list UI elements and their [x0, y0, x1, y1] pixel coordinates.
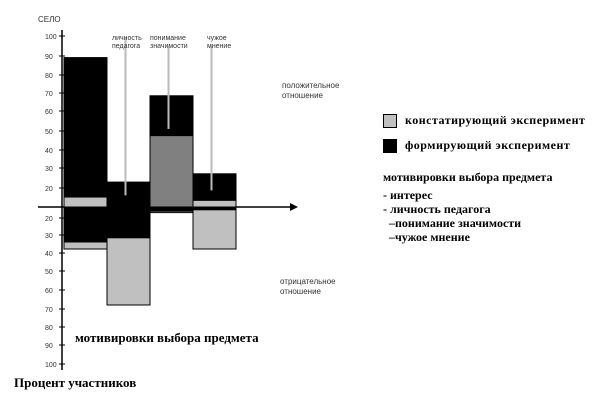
legend-item-constating: констатирующий эксперимент — [383, 113, 585, 128]
plot-area: СЕЛО 100 90 80 70 60 50 40 30 20 20 30 40 50 60 70 80 90 1… — [38, 15, 340, 370]
category-label-line: значимости — [150, 43, 188, 50]
bar-forming-negative — [106, 206, 151, 239]
y-tick-label: 40 — [45, 148, 53, 155]
category-label-line: мнение — [207, 43, 231, 50]
motivation-list-item: –чужое мнение — [389, 230, 470, 244]
y-tick-label: 30 — [45, 233, 53, 240]
y-axis-top-label: СЕЛО — [38, 15, 61, 24]
motivation-list: мотивировки выбора предмета - интерес - … — [383, 170, 552, 244]
motivation-list-item: - личность педагога — [383, 202, 491, 216]
legend-label-constating: констатирующий эксперимент — [405, 113, 586, 127]
bar-forming-positive — [63, 57, 108, 208]
y-tick-label: 90 — [45, 343, 53, 350]
x-axis-arrow — [290, 203, 298, 211]
motivation-list-item: - интерес — [383, 188, 433, 202]
bar-constating-positive — [63, 196, 108, 208]
y-tick-label: 30 — [45, 166, 53, 173]
legend-swatch-constating — [383, 113, 397, 128]
y-tick-label: 100 — [45, 34, 57, 41]
y-tick-label: 50 — [45, 269, 53, 276]
category-label-line: личность — [112, 35, 142, 42]
y-tick-label: 20 — [45, 216, 53, 223]
bar-constating-negative — [192, 206, 237, 250]
category-label-line: чужое — [207, 35, 227, 42]
y-tick-label: 20 — [45, 186, 53, 193]
y-tick-label: 90 — [45, 54, 53, 61]
negative-zone-label-line: отношение — [280, 287, 322, 296]
category-label-line: педагога — [112, 43, 140, 50]
category-label-line: интерес — [70, 35, 97, 42]
motivation-list-item: –понимание значимости — [389, 216, 522, 230]
y-tick-label: 70 — [45, 91, 53, 98]
bar-forming-negative — [192, 206, 237, 211]
legend-swatch-forming — [383, 138, 397, 153]
motivation-list-title: мотивировки выбора предмета — [383, 170, 553, 184]
y-tick-label: 80 — [45, 325, 53, 332]
y-tick-label: 80 — [45, 73, 53, 80]
y-tick-label: 40 — [45, 251, 53, 258]
legend-item-forming: формирующий эксперимент — [383, 138, 570, 153]
y-tick-label: 100 — [45, 362, 57, 369]
y-axis-caption: Процент участников — [14, 375, 137, 390]
bar-forming-positive — [106, 181, 151, 208]
bar-constating-positive — [149, 135, 194, 208]
bottom-caption: мотивировки выбора предмета — [75, 330, 259, 345]
positive-zone-label-line: положительное — [282, 81, 340, 90]
y-tick-label: 50 — [45, 129, 53, 136]
negative-zone-label-line: отрицательное — [280, 277, 336, 286]
y-tick-label: 60 — [45, 288, 53, 295]
legend-label-forming: формирующий эксперимент — [405, 138, 571, 152]
bar-constating-positive — [192, 199, 237, 208]
category-label: интерес — [70, 35, 97, 42]
y-tick-label: 70 — [45, 307, 53, 314]
positive-zone-label-line: отношение — [282, 91, 324, 100]
category-label-line: понимание — [150, 35, 186, 42]
bar-forming-negative — [149, 206, 194, 212]
y-tick-label: 60 — [45, 109, 53, 116]
bar-forming-negative — [63, 206, 108, 243]
